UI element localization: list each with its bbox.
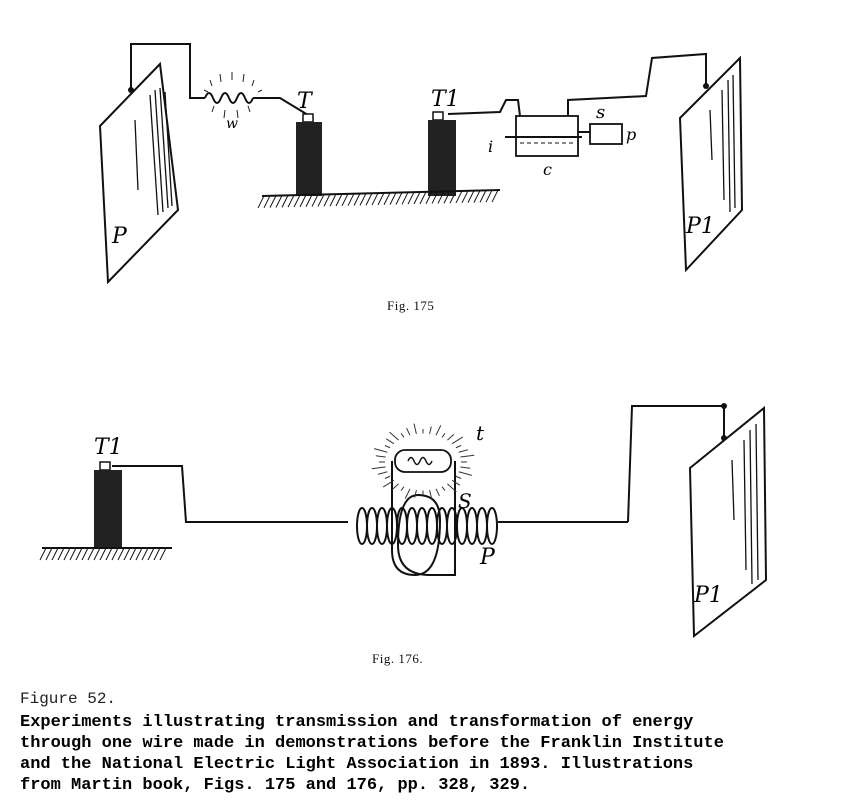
terminal-t1 xyxy=(94,470,122,548)
figure-176: T1 P S t P1 Fig. 176. xyxy=(0,370,860,670)
figure-caption: Experiments illustrating transmission an… xyxy=(20,713,724,795)
plate-left xyxy=(98,61,180,285)
label-primary: P xyxy=(479,545,496,570)
figure-175: P w T T1 i xyxy=(0,0,860,330)
figure-176-label: Fig. 176. xyxy=(372,651,424,666)
label-coil: w xyxy=(226,116,238,132)
ground-line xyxy=(261,189,501,197)
label-terminal-right: T1 xyxy=(431,87,460,112)
label-terminal-left: T xyxy=(297,89,314,114)
lamp-t xyxy=(394,449,452,473)
plate-right xyxy=(678,55,744,273)
wire-secondary xyxy=(567,52,707,116)
label-plate: P1 xyxy=(693,583,723,608)
label-plate-right: P1 xyxy=(685,214,715,239)
plug-p xyxy=(589,123,623,145)
coil-w xyxy=(203,72,263,119)
terminal-t1 xyxy=(428,120,456,196)
label-secondary: s xyxy=(596,102,605,123)
label-secondary: S xyxy=(458,489,472,513)
terminal-t xyxy=(296,122,322,196)
label-terminal: T1 xyxy=(94,435,123,460)
label-plug: p xyxy=(626,125,636,144)
figure-176-drawing: T1 P S t P1 xyxy=(39,403,768,639)
plate-left-hatching xyxy=(134,87,173,216)
wire-left-plate xyxy=(130,43,205,99)
lamp-glow xyxy=(371,423,475,501)
label-plate-left: P xyxy=(111,224,128,249)
figure-175-label: Fig. 175 xyxy=(387,298,435,313)
label-inlet: i xyxy=(488,137,493,156)
wire-primary-in xyxy=(112,465,348,523)
coil-primary xyxy=(356,507,498,545)
label-vessel: c xyxy=(543,160,552,179)
plate xyxy=(688,405,768,639)
coil-secondary xyxy=(391,478,456,577)
plate-right-hatching xyxy=(709,74,736,213)
figure-175-drawing: P w T T1 i xyxy=(98,43,744,285)
figure-number: Figure 52. xyxy=(20,690,117,708)
wire-plate xyxy=(627,405,725,523)
label-lamp: t xyxy=(476,421,485,445)
